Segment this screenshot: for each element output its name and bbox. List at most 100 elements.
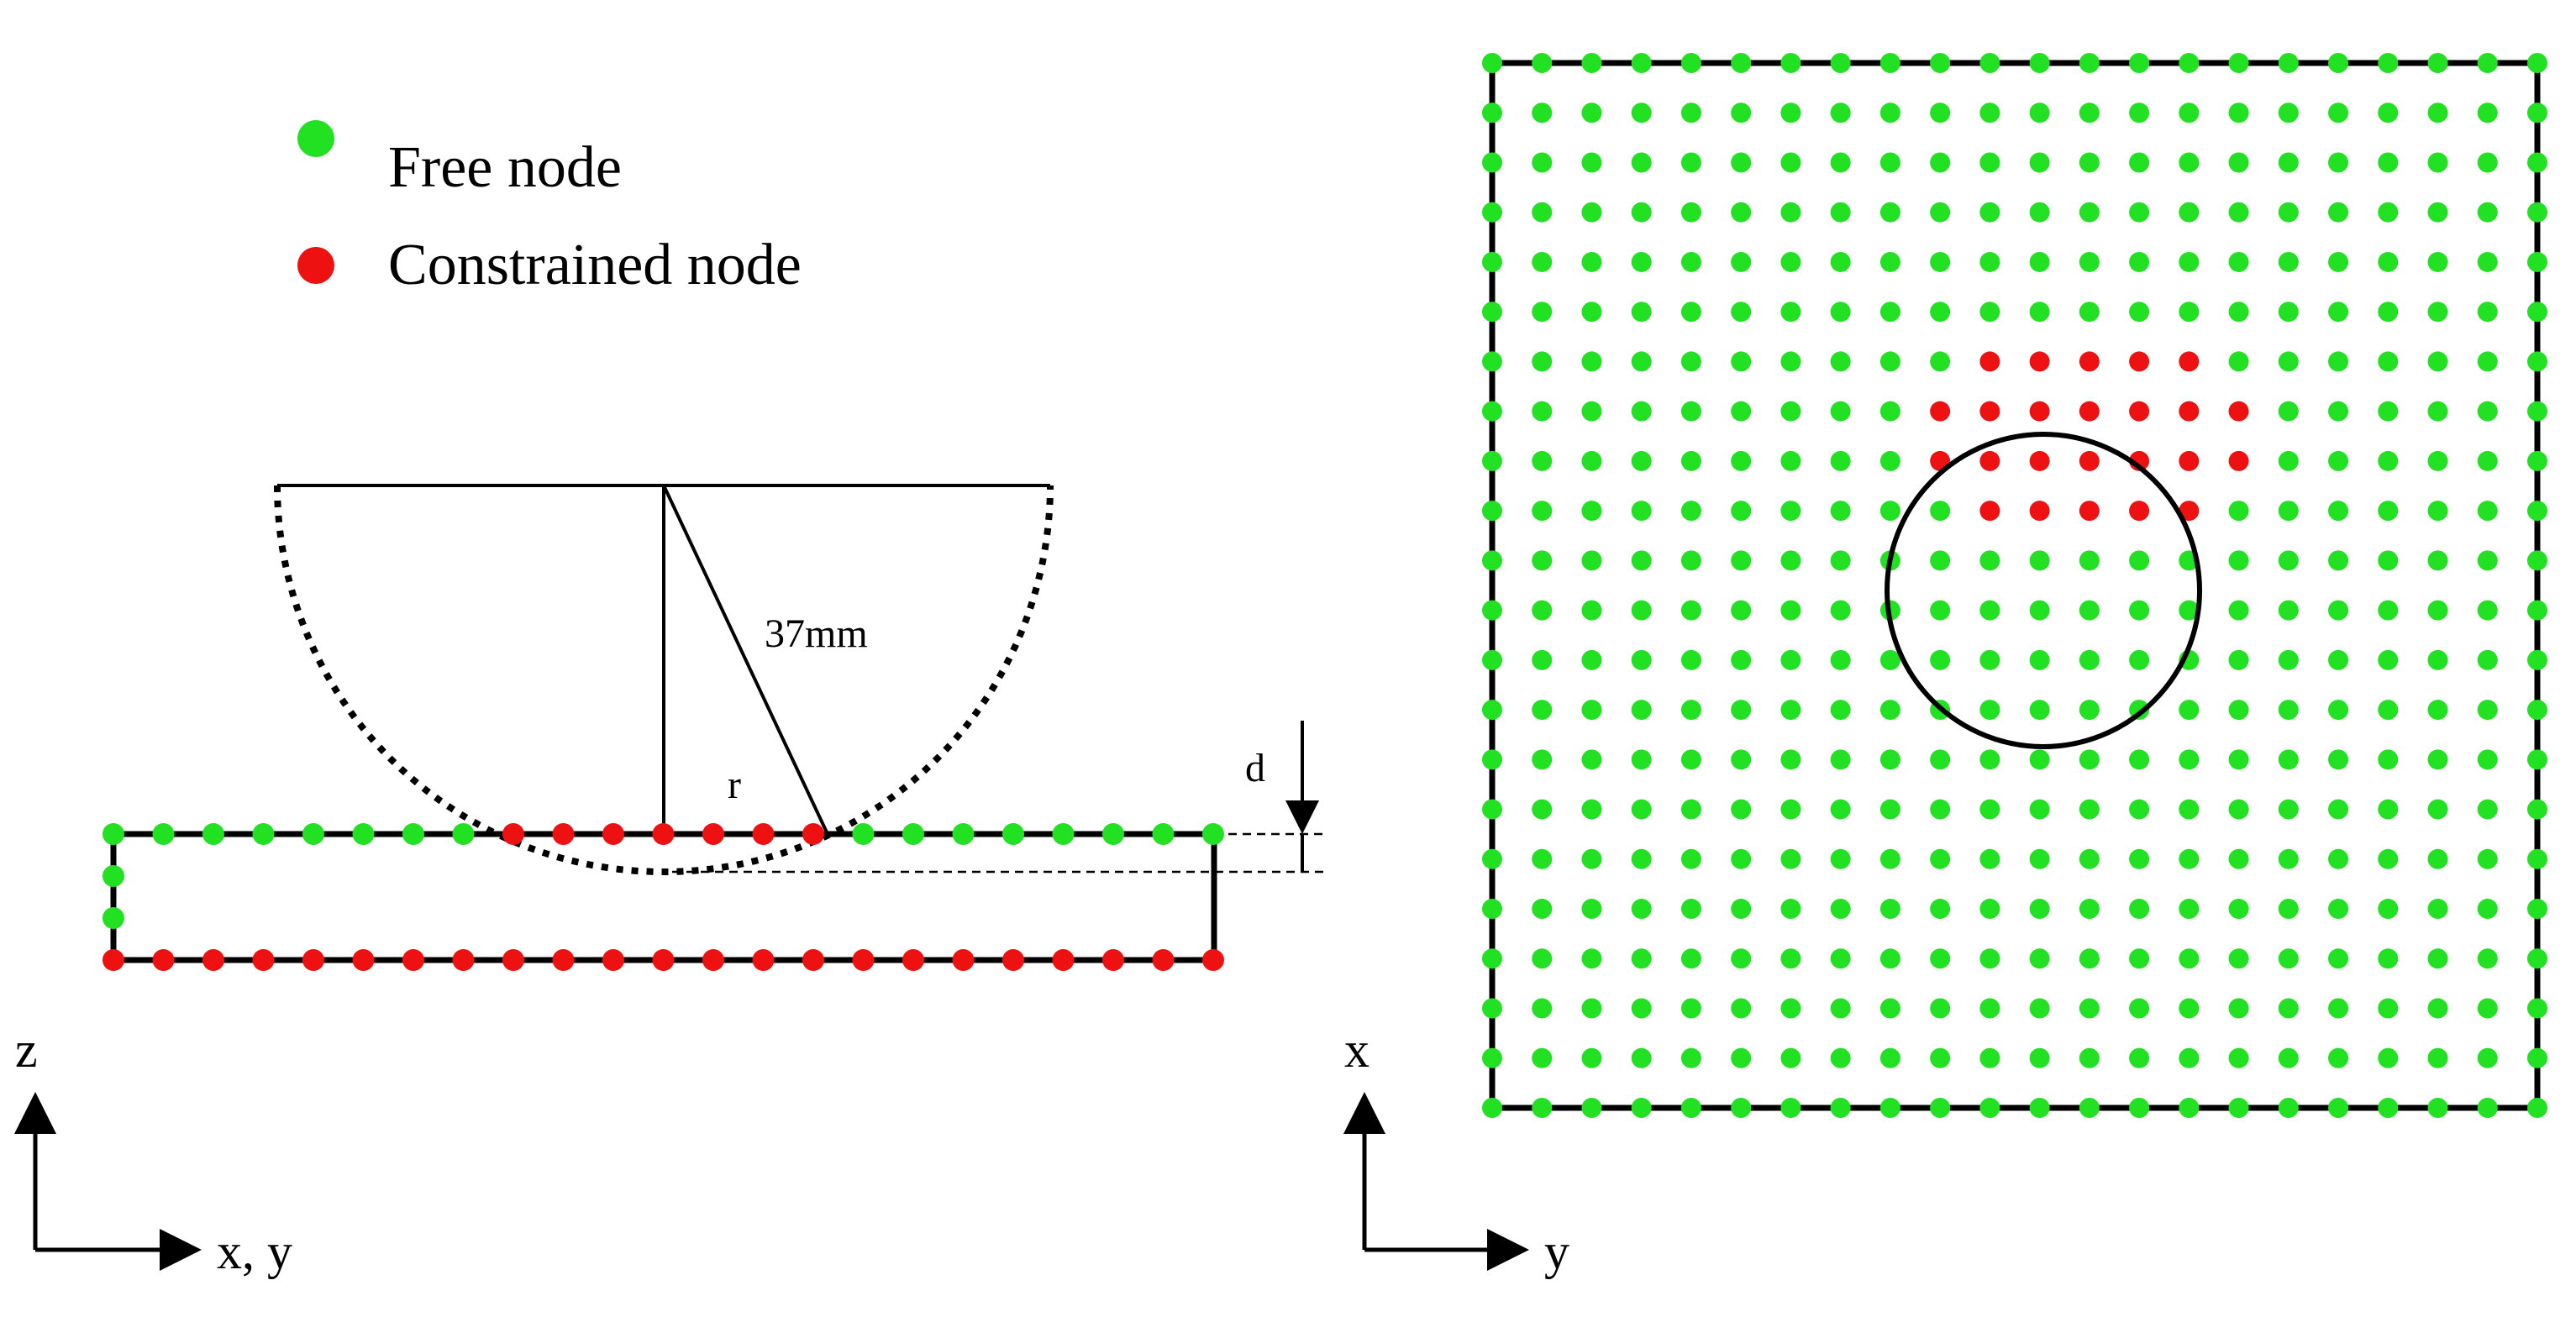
- free-node: [2179, 998, 2200, 1019]
- free-node: [1879, 749, 1900, 770]
- free-node: [2079, 700, 2100, 721]
- free-node: [2328, 799, 2349, 820]
- free-node: [1532, 649, 1553, 670]
- free-node: [1631, 799, 1652, 820]
- free-node: [1930, 749, 1951, 770]
- free-node: [1780, 700, 1801, 721]
- constrained-node: [2029, 501, 2050, 522]
- legend-constrained-node-marker: [297, 247, 334, 284]
- free-node: [2328, 53, 2349, 73]
- free-node: [2378, 53, 2399, 73]
- free-node: [1731, 649, 1752, 670]
- free-node: [902, 823, 924, 845]
- free-node: [1979, 53, 2000, 73]
- free-node: [1731, 749, 1752, 770]
- free-node: [1532, 450, 1553, 471]
- free-node: [2427, 948, 2448, 969]
- free-node: [1830, 749, 1851, 770]
- free-node: [2129, 251, 2150, 272]
- free-node: [1731, 53, 1752, 73]
- free-node: [1780, 251, 1801, 272]
- free-node: [2278, 550, 2299, 571]
- free-node: [2079, 649, 2100, 670]
- constrained-node: [1002, 949, 1024, 971]
- constrained-node: [502, 823, 524, 845]
- free-node: [1532, 998, 1553, 1019]
- free-node: [2328, 1098, 2349, 1118]
- free-node: [1731, 1098, 1752, 1118]
- free-node: [1830, 102, 1851, 123]
- free-node: [2129, 998, 2150, 1019]
- free-node: [1102, 823, 1124, 845]
- depth-label: d: [1245, 746, 1265, 790]
- free-node: [1830, 251, 1851, 272]
- free-node: [2477, 450, 2498, 471]
- free-node: [2427, 251, 2448, 272]
- free-node: [2129, 302, 2150, 323]
- constrained-node: [2079, 501, 2100, 522]
- free-node: [2527, 401, 2547, 422]
- constrained-node: [402, 949, 424, 971]
- free-node: [252, 823, 275, 845]
- free-node: [2427, 53, 2448, 73]
- free-node: [1930, 1047, 1951, 1068]
- free-node: [1631, 450, 1652, 471]
- free-node: [1680, 649, 1701, 670]
- free-node: [1532, 351, 1553, 372]
- free-node: [2179, 251, 2200, 272]
- free-node: [1979, 102, 2000, 123]
- free-node: [1930, 302, 1951, 323]
- free-node: [2129, 899, 2150, 920]
- constrained-node: [2079, 401, 2100, 422]
- free-node: [1731, 550, 1752, 571]
- y-axis-label: y: [1544, 1224, 1569, 1279]
- free-node: [2527, 501, 2547, 522]
- free-node: [1532, 600, 1553, 621]
- free-node: [2278, 351, 2299, 372]
- free-node: [2029, 302, 2050, 323]
- free-node: [2378, 302, 2399, 323]
- free-node: [2477, 202, 2498, 223]
- free-node: [1830, 700, 1851, 721]
- free-node: [1879, 251, 1900, 272]
- free-node: [2179, 202, 2200, 223]
- free-node: [1731, 998, 1752, 1019]
- free-node: [2477, 749, 2498, 770]
- free-node: [1680, 401, 1701, 422]
- free-node: [2029, 848, 2050, 869]
- free-node: [1731, 600, 1752, 621]
- free-node: [2278, 899, 2299, 920]
- free-node: [1780, 302, 1801, 323]
- free-node: [1830, 899, 1851, 920]
- free-node: [2278, 53, 2299, 73]
- free-node: [2427, 1047, 2448, 1068]
- free-node: [952, 823, 975, 845]
- free-node: [2427, 152, 2448, 173]
- free-node: [2278, 848, 2299, 869]
- free-node: [1482, 550, 1502, 571]
- free-node: [2029, 600, 2050, 621]
- free-node: [1930, 1098, 1951, 1118]
- free-node: [1930, 649, 1951, 670]
- free-node: [1680, 700, 1701, 721]
- free-node: [1581, 102, 1602, 123]
- free-node: [1482, 351, 1502, 372]
- free-node: [1631, 152, 1652, 173]
- free-node: [2477, 600, 2498, 621]
- free-node: [2029, 649, 2050, 670]
- free-node: [2527, 1098, 2547, 1118]
- free-node: [2129, 600, 2150, 621]
- free-node: [2278, 1047, 2299, 1068]
- free-node: [1780, 202, 1801, 223]
- free-node: [1780, 401, 1801, 422]
- free-node: [2427, 401, 2448, 422]
- free-node: [2427, 600, 2448, 621]
- free-node: [1631, 102, 1652, 123]
- free-node: [2378, 450, 2399, 471]
- free-node: [1879, 53, 1900, 73]
- free-node: [2278, 401, 2299, 422]
- free-node: [103, 907, 124, 929]
- free-node: [2228, 1047, 2249, 1068]
- constrained-node: [103, 949, 124, 971]
- free-node: [2079, 1047, 2100, 1068]
